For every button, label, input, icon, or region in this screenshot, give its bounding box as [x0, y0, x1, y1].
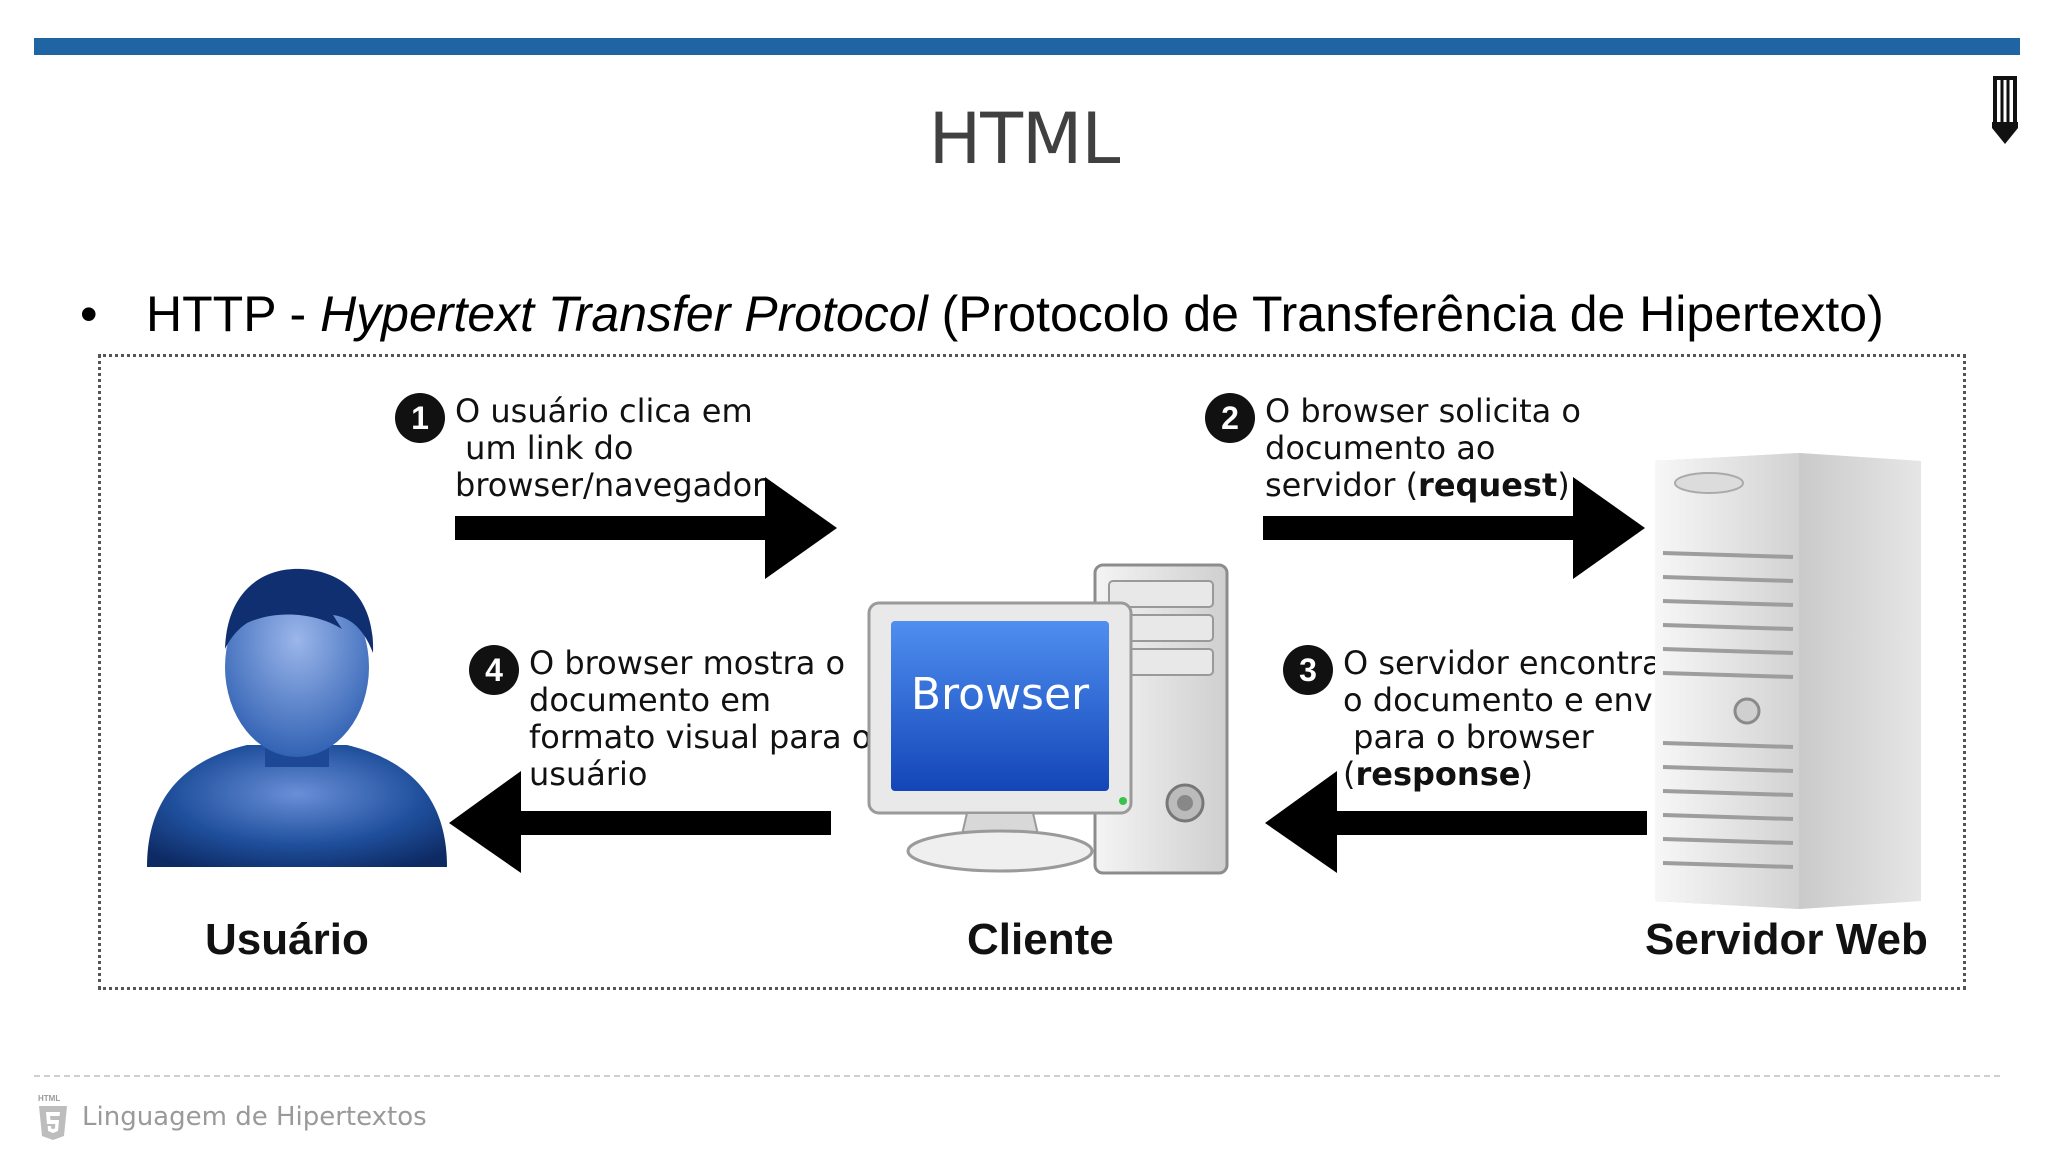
- step-number: 1: [395, 393, 445, 443]
- html5-badge-text: HTML: [38, 1094, 61, 1103]
- step-text: O browser solicita o documento ao servid…: [1265, 393, 1581, 504]
- step-line: O browser mostra o: [529, 644, 846, 682]
- footer-divider: [34, 1075, 2000, 1077]
- monitor-screen-text: Browser: [910, 669, 1090, 720]
- arrow-right-icon: [1263, 477, 1645, 579]
- html5-icon: HTML: [38, 1094, 70, 1140]
- step-line: para o browser: [1343, 718, 1594, 756]
- step-line-prefix: servidor (: [1265, 466, 1419, 504]
- bullet-suffix: (Protocolo de Transferência de Hipertext…: [927, 286, 1884, 342]
- step-line: o documento e envia: [1343, 681, 1682, 719]
- step-line: um link do: [455, 429, 634, 467]
- step-line: servidor (request): [1265, 467, 1581, 504]
- label-user: Usuário: [205, 915, 369, 964]
- bullet-italic: Hypertext Transfer Protocol: [320, 286, 928, 342]
- bullet-marker: •: [80, 286, 98, 342]
- step-line: browser/navegador: [455, 466, 766, 504]
- step-number: 4: [469, 645, 519, 695]
- step-line-suffix: ): [1557, 466, 1570, 504]
- step-line: O browser solicita o: [1265, 392, 1581, 430]
- step-line: documento ao: [1265, 429, 1496, 467]
- request-keyword: request: [1418, 466, 1558, 504]
- step-line: documento em: [529, 681, 772, 719]
- computer-icon: [867, 563, 1229, 875]
- step-text: O servidor encontra o documento e envia …: [1343, 645, 1681, 793]
- server-icon: [1655, 453, 1921, 909]
- step-text: O browser mostra o documento em formato …: [529, 645, 871, 793]
- step-line: O usuário clica em: [455, 392, 753, 430]
- arrow-left-icon: [449, 771, 831, 873]
- step-1: 1 O usuário clica em um link do browser/…: [395, 393, 765, 504]
- step-line: usuário: [529, 755, 648, 793]
- user-avatar-icon: [147, 568, 447, 867]
- step-line: (response): [1343, 756, 1681, 793]
- slide-title: HTML: [928, 98, 1121, 180]
- step-2: 2 O browser solicita o documento ao serv…: [1205, 393, 1581, 504]
- bullet-prefix: HTTP -: [146, 286, 321, 342]
- step-line-prefix: (: [1343, 755, 1356, 793]
- footer-text: Linguagem de Hipertextos: [82, 1102, 427, 1132]
- step-line-suffix: ): [1520, 755, 1533, 793]
- footer: HTML Linguagem de Hipertextos: [38, 1094, 427, 1140]
- arrow-right-icon: [455, 477, 837, 579]
- step-number: 2: [1205, 393, 1255, 443]
- step-text: O usuário clica em um link do browser/na…: [455, 393, 765, 504]
- http-diagram: 1 O usuário clica em um link do browser/…: [98, 354, 1966, 990]
- bullet-http: • HTTP - Hypertext Transfer Protocol (Pro…: [80, 285, 1884, 343]
- arrow-left-icon: [1265, 771, 1647, 873]
- step-number: 3: [1283, 645, 1333, 695]
- step-3: 3 O servidor encontra o documento e envi…: [1283, 645, 1681, 793]
- label-client: Cliente: [967, 915, 1114, 964]
- step-4: 4 O browser mostra o documento em format…: [469, 645, 871, 793]
- step-line: formato visual para o: [529, 718, 872, 756]
- step-line: O servidor encontra: [1343, 644, 1662, 682]
- label-server: Servidor Web: [1645, 915, 1928, 964]
- response-keyword: response: [1355, 755, 1521, 793]
- top-accent-bar: [34, 38, 2020, 55]
- pen-icon: [1990, 76, 2020, 146]
